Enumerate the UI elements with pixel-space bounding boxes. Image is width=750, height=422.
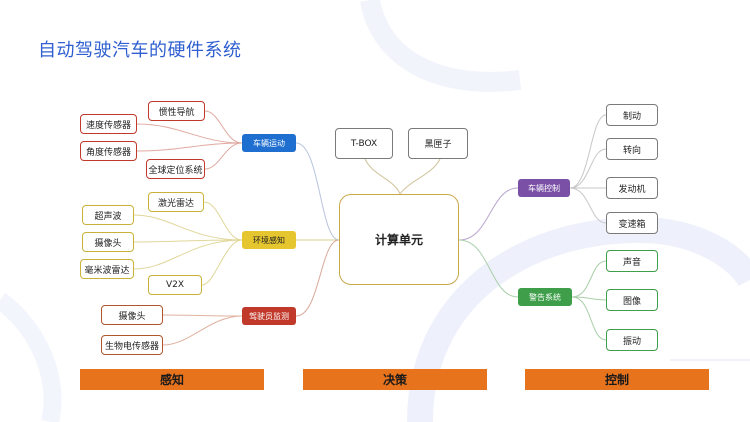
leaf-lidar: 激光雷达 — [148, 192, 204, 212]
leaf-braking: 制动 — [606, 104, 658, 126]
leaf-image: 图像 — [606, 289, 658, 311]
leaf-engine: 发动机 — [606, 177, 658, 199]
hub-vehicle-motion: 车辆运动 — [242, 134, 296, 152]
link-center-blackbox — [399, 158, 441, 195]
tbox-node: T-BOX — [335, 128, 393, 159]
page-title: 自动驾驶汽车的硬件系统 — [38, 40, 242, 61]
bar-control: 控制 — [525, 369, 709, 390]
leaf-bioelectric-sensor: 生物电传感器 — [101, 335, 163, 355]
leaf-ultrasonic: 超声波 — [82, 205, 134, 225]
link-center-control — [458, 187, 519, 241]
hub-vehicle-control: 车辆控制 — [518, 179, 570, 197]
leaf-steering: 转向 — [606, 138, 658, 160]
leaf-gps: 全球定位系统 — [146, 159, 205, 179]
leaf-gearbox: 变速箱 — [606, 212, 658, 234]
hub-environment-sensing: 环境感知 — [242, 231, 296, 249]
bar-decision: 决策 — [303, 369, 487, 390]
hub-alert-system: 警告系统 — [518, 288, 572, 306]
leaf-vibration: 振动 — [606, 329, 658, 351]
hub-driver-monitoring: 驾驶员监测 — [242, 307, 296, 325]
link-center-driver — [295, 239, 340, 317]
leaf-inertial-navigation: 惯性导航 — [148, 101, 205, 121]
link-center-motion — [295, 142, 340, 241]
link-center-alert — [458, 239, 519, 298]
leaf-camera-sensing: 摄像头 — [82, 232, 134, 252]
leaf-v2x: V2X — [148, 275, 202, 295]
leaf-angle-sensor: 角度传感器 — [80, 141, 137, 161]
blackbox-node: 黑匣子 — [408, 128, 468, 159]
leaf-mmwave-radar: 毫米波雷达 — [80, 259, 134, 279]
leaf-speed-sensor: 速度传感器 — [80, 114, 137, 134]
compute-unit-node: 计算单元 — [339, 194, 459, 285]
bar-perception: 感知 — [80, 369, 264, 390]
leaf-camera-driver: 摄像头 — [101, 305, 163, 325]
link-center-tbox — [364, 158, 401, 195]
leaf-sound: 声音 — [606, 250, 658, 272]
